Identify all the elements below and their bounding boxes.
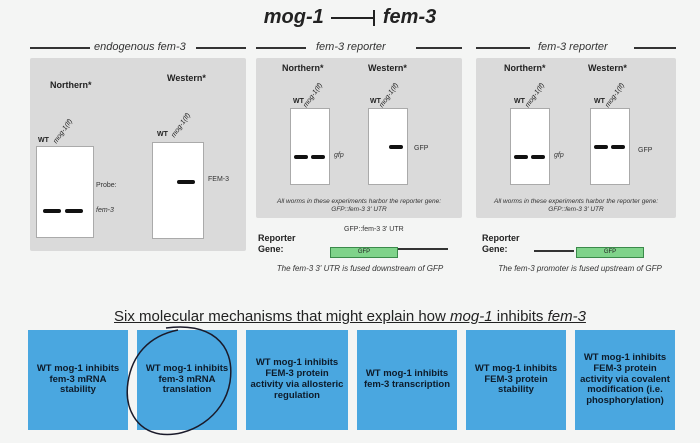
band (294, 155, 308, 159)
gfp-mrna-label: gfp (554, 152, 564, 159)
lane-mut: mog-1(lf) (378, 82, 401, 109)
panel3: Northern* Western* WT mog-1(lf) gfp WT m… (476, 58, 676, 218)
band (311, 155, 325, 159)
lane-wt: WT (38, 137, 49, 144)
panel3-caption: The fem-3 promoter is fused upstream of … (498, 264, 662, 273)
lane-wt: WT (514, 98, 525, 105)
protein-label: FEM-3 (208, 176, 229, 183)
header-rule (476, 47, 530, 49)
mechanism-box: WT mog-1 inhibits fem-3 mRNA translation (137, 330, 237, 430)
mechanisms-title: Six molecular mechanisms that might expl… (114, 308, 586, 325)
hand-drawn-circle (126, 326, 232, 436)
utr-line (398, 248, 448, 250)
lane-wt: WT (157, 131, 168, 138)
inhibition-arrow (331, 9, 376, 26)
northern-blot (36, 146, 94, 238)
band (65, 209, 83, 213)
band (177, 180, 195, 184)
band (514, 155, 528, 159)
title-gene-mog1: mog-1 (263, 6, 324, 28)
band (611, 145, 625, 149)
band (43, 209, 61, 213)
gfp-mrna-label: gfp (334, 152, 344, 159)
mechanism-box: WT mog-1 inhibits FEM-3 protein stabilit… (466, 330, 566, 430)
lane-mut: mog-1(lf) (302, 82, 325, 109)
lane-wt: WT (293, 98, 304, 105)
panel1: Northern* Western* WT mog-1(lf) Probe: f… (30, 58, 246, 251)
panel3-note: All worms in these experiments harbor th… (493, 198, 659, 213)
construct-label: GFP::fem-3 3' UTR (344, 226, 404, 233)
western-blot (590, 108, 630, 185)
reporter-label: Reporter Gene: (482, 233, 520, 254)
western-label: Western* (368, 63, 407, 73)
band (531, 155, 545, 159)
panel3-header: fem-3 reporter (538, 41, 608, 53)
gfp-box: GFP (576, 247, 644, 258)
western-label: Western* (167, 73, 206, 83)
northern-label: Northern* (50, 80, 92, 90)
lane-mut: mog-1(lf) (52, 118, 75, 145)
probe-gene: fem-3 (96, 207, 114, 214)
lane-mut: mog-1(lf) (604, 82, 627, 109)
gfp-box: GFP (330, 247, 398, 258)
northern-blot (290, 108, 330, 185)
mechanism-box: WT mog-1 inhibits FEM-3 protein activity… (575, 330, 675, 430)
lane-wt: WT (594, 98, 605, 105)
band (389, 145, 403, 149)
gfp-protein-label: GFP (638, 147, 653, 154)
panel2-note: All worms in these experiments harbor th… (276, 198, 442, 213)
northern-label: Northern* (282, 63, 324, 73)
title-gene-fem3: fem-3 (382, 6, 437, 28)
band (594, 145, 608, 149)
panel2: Northern* Western* WT mog-1(lf) gfp WT m… (256, 58, 462, 218)
panel2-header: fem-3 reporter (316, 41, 386, 53)
northern-label: Northern* (504, 63, 546, 73)
western-blot (368, 108, 408, 185)
header-rule (30, 47, 90, 49)
mechanism-box: WT mog-1 inhibits FEM-3 protein activity… (246, 330, 348, 430)
header-rule (196, 47, 246, 49)
panel2-caption: The fem-3 3' UTR is fused downstream of … (276, 264, 444, 273)
lane-mut: mog-1(lf) (170, 112, 193, 139)
header-rule (416, 47, 462, 49)
lane-wt: WT (370, 98, 381, 105)
promoter-line (534, 250, 574, 252)
page-title: mog-1 fem-3 (0, 6, 700, 29)
reporter-label: Reporter Gene: (258, 233, 296, 254)
probe-label: Probe: (96, 182, 117, 189)
mechanism-box: WT mog-1 inhibits fem-3 mRNA stability (28, 330, 128, 430)
mechanism-box: WT mog-1 inhibits fem-3 transcription (357, 330, 457, 430)
lane-mut: mog-1(lf) (524, 82, 547, 109)
western-blot (152, 142, 204, 239)
panel1-header: endogenous fem-3 (94, 41, 186, 53)
gfp-protein-label: GFP (414, 145, 429, 152)
northern-blot (510, 108, 550, 185)
header-rule (634, 47, 676, 49)
header-rule (256, 47, 306, 49)
western-label: Western* (588, 63, 627, 73)
